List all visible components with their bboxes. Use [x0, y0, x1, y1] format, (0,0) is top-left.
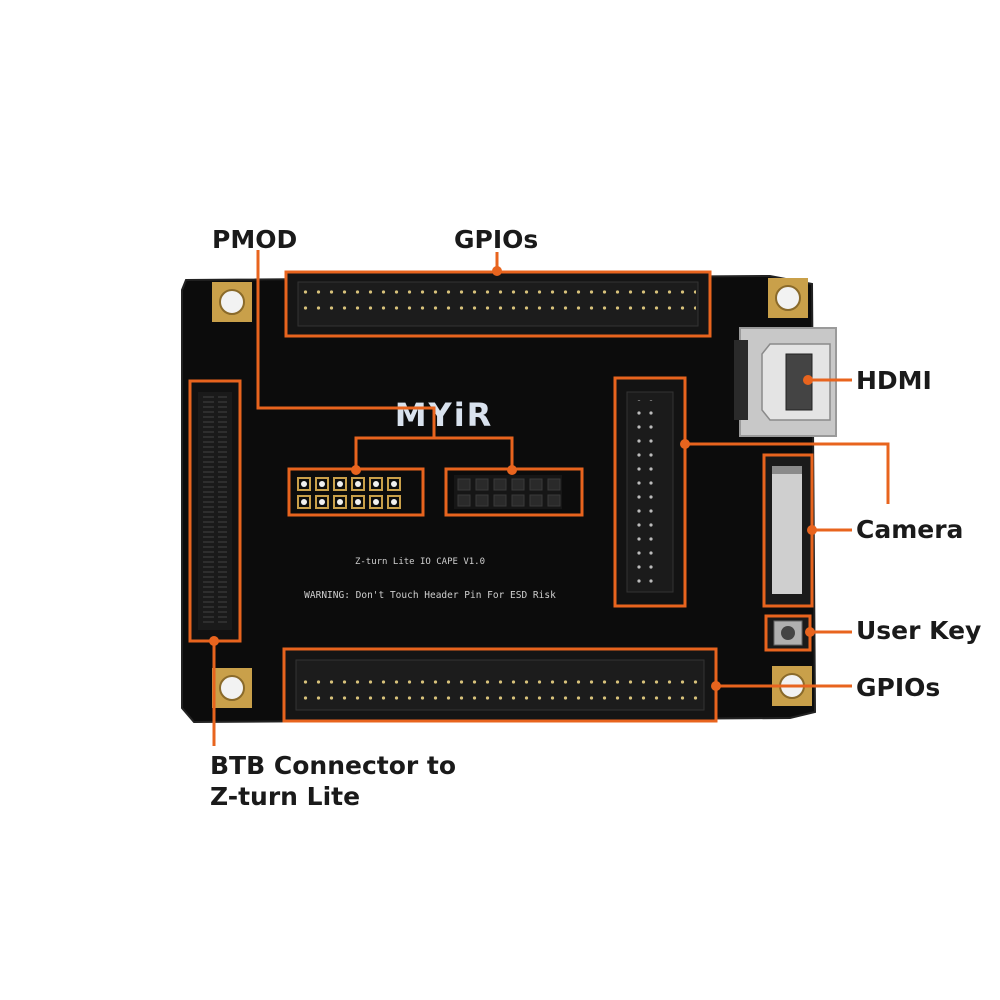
board-warning: WARNING: Don't Touch Header Pin For ESD …: [304, 590, 556, 601]
callout-dots: [209, 266, 817, 691]
pmod-header-left: [287, 467, 425, 517]
btb-connector: [188, 379, 242, 643]
board-logo: MYiR: [395, 396, 494, 434]
label-btb-line1: BTB Connector to: [210, 751, 457, 780]
label-user-key: User Key: [856, 616, 982, 645]
label-btb-connector: BTB Connector to Z-turn Lite: [210, 750, 456, 813]
gpio-header-top: [284, 270, 712, 338]
fpc-connector: [762, 453, 814, 608]
hdmi-port: [734, 327, 837, 437]
mounting-hole: [212, 668, 252, 708]
label-pmod: PMOD: [212, 225, 298, 254]
pmod-header-right: [444, 467, 584, 517]
label-gpios-top: GPIOs: [454, 225, 539, 254]
user-key-button: [764, 614, 812, 652]
label-gpios-bottom: GPIOs: [856, 673, 941, 702]
label-btb-line2: Z-turn Lite: [210, 782, 361, 812]
mounting-hole: [768, 278, 808, 318]
board-model: Z-turn Lite IO CAPE V1.0: [355, 557, 485, 567]
label-camera: Camera: [856, 515, 964, 544]
gpio-header-bottom: [282, 647, 718, 723]
mounting-hole: [212, 282, 252, 322]
camera-header: [613, 376, 687, 608]
label-hdmi: HDMI: [856, 366, 932, 395]
